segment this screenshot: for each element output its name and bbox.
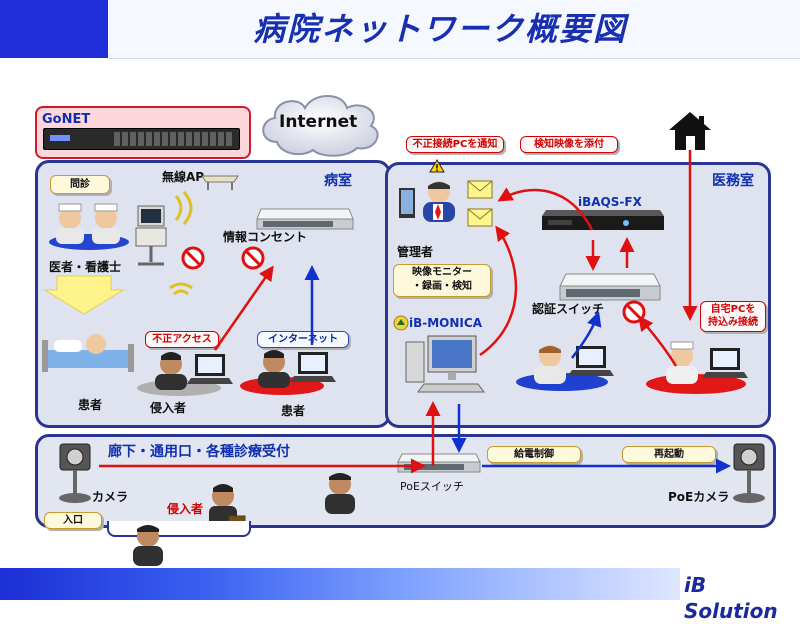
connection-arrows <box>99 150 731 474</box>
envelope-icon-2 <box>467 208 493 227</box>
title-accent-block <box>0 0 108 58</box>
ibaqs-appliance-icon <box>542 210 664 230</box>
corridor-person-icon <box>325 473 355 514</box>
office-user-laptop-icon <box>516 345 614 391</box>
brand-logo: iB Solution <box>684 573 778 623</box>
ward-section-label: 病室 <box>324 173 352 189</box>
prohibited-icon-2 <box>241 246 265 270</box>
medical-monitor-icon <box>135 205 167 266</box>
doctors-nurses-icon <box>49 203 129 250</box>
doctors-nurses-label: 医者・看護士 <box>49 260 122 274</box>
corridor-section-label: 廊下・通用口・各種診療受付 <box>108 444 290 460</box>
poe-switch-label: PoEスイッチ <box>400 480 464 493</box>
intruder-laptop-icon <box>137 352 233 396</box>
warning-icon <box>429 159 445 173</box>
yellow-down-arrow <box>43 275 125 315</box>
home-pc-user-icon <box>646 341 748 394</box>
wifi-signal-icon <box>174 191 193 225</box>
callout-internet-access: インターネット <box>257 331 349 348</box>
arrow-monica-to-mail <box>479 225 518 357</box>
callout-video-monitor-line1: 映像モニター <box>412 267 472 278</box>
internet-cloud-icon <box>262 95 379 157</box>
callout-video-monitor-line2: ・録画・検知 <box>412 281 472 292</box>
gonet-label: GoNET <box>42 112 91 127</box>
callout-notify-pc: 不正接続PCを通知 <box>406 136 504 153</box>
internet-label: Internet <box>279 112 358 132</box>
info-outlet-label: 情報コンセント <box>223 230 308 244</box>
footer-band <box>0 568 680 600</box>
patient-bed-icon <box>42 334 134 372</box>
callout-attach-video: 検知映像を添付 <box>520 136 618 153</box>
callout-power-control: 給電制御 <box>487 446 581 463</box>
ibmonica-workstation-icon <box>405 335 485 393</box>
callout-consult: 問診 <box>50 175 110 194</box>
entrance-person-icon <box>133 525 163 566</box>
callout-unauthorized-access: 不正アクセス <box>145 331 219 348</box>
ward-patient-label: 患者 <box>281 404 306 418</box>
callout-entrance: 入口 <box>44 512 102 529</box>
callout-home-pc-line2: 持込み接続 <box>708 317 758 328</box>
arrow-ibaqs-to-mail <box>497 187 594 231</box>
callout-home-pc-line1: 自宅PCを <box>710 304 756 315</box>
office-section-label: 医務室 <box>712 173 754 189</box>
camera-icon <box>59 443 91 503</box>
page-title: 病院ネットワーク概要図 <box>252 10 627 48</box>
corridor-intruder-icon <box>209 484 246 529</box>
envelope-icon <box>467 180 493 199</box>
gonet-server-icon <box>43 128 240 150</box>
title-band <box>108 0 800 59</box>
poe-camera-icon <box>733 443 765 503</box>
prohibited-icon <box>181 246 205 270</box>
ward-intruder-label: 侵入者 <box>150 401 187 415</box>
patient-laptop-icon <box>240 350 336 395</box>
corridor-intruder-label: 侵入者 <box>167 502 204 516</box>
patient-bed-label: 患者 <box>78 398 103 412</box>
ibaqs-label: iBAQS-FX <box>578 195 642 209</box>
auth-switch-icon <box>559 273 661 301</box>
ibmonica-label: iB-MONICA <box>409 316 482 330</box>
auth-switch-label: 認証スイッチ <box>532 302 605 316</box>
arrow-user-to-switch <box>571 311 602 359</box>
home-icon <box>669 112 711 150</box>
callout-home-pc: 自宅PCを 持込み接続 <box>700 301 766 332</box>
poe-camera-label: PoEカメラ <box>668 490 730 504</box>
ibmonica-logo-icon <box>393 315 409 331</box>
callout-restart: 再起動 <box>622 446 716 463</box>
administrator-label: 管理者 <box>397 245 434 259</box>
arrow-unauthorized-access <box>213 265 274 351</box>
administrator-icon <box>399 181 455 222</box>
callout-video-monitor: 映像モニター ・録画・検知 <box>393 264 491 297</box>
arrow-homepc-to-switch <box>638 315 678 367</box>
wireless-ap-label: 無線AP <box>162 170 205 184</box>
info-outlet-switch-icon <box>256 208 354 230</box>
wireless-ap-icon <box>201 175 239 190</box>
camera-label: カメラ <box>92 490 129 504</box>
wifi-signal-icon-2 <box>169 282 193 296</box>
